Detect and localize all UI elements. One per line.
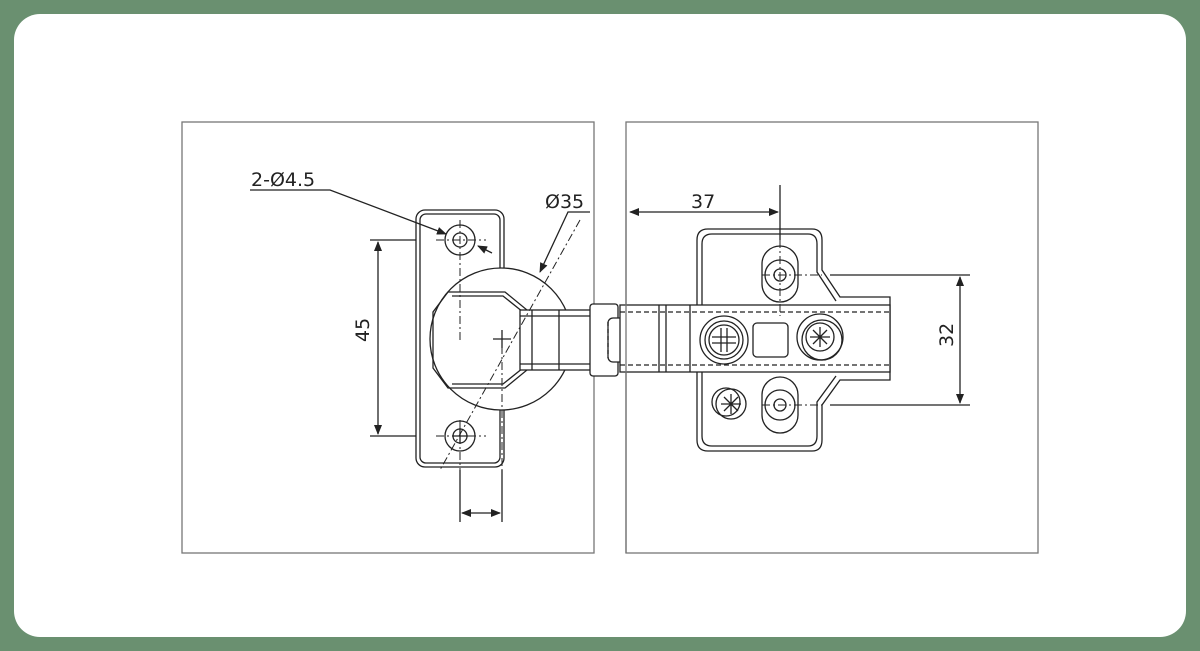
adjustment-screw-cross bbox=[699, 315, 749, 365]
mounting-screw bbox=[711, 387, 747, 420]
hole-spacing-label: 45 bbox=[352, 318, 374, 342]
dimension-32 bbox=[830, 274, 970, 406]
hinge-cup bbox=[429, 267, 573, 411]
dimension-45 bbox=[370, 239, 416, 437]
plate-spacing-label: 32 bbox=[936, 323, 958, 347]
cup-label-leader bbox=[539, 211, 590, 273]
plate-square-window bbox=[752, 322, 789, 358]
dimension-edge-offset bbox=[459, 470, 503, 522]
depth-screw bbox=[796, 313, 844, 361]
hinge-arm-channel bbox=[619, 304, 891, 373]
hole-label-leader bbox=[250, 189, 447, 235]
hinge-arm bbox=[519, 303, 631, 377]
offset-label: 37 bbox=[691, 191, 715, 213]
cup-diameter-label: Ø35 bbox=[545, 191, 584, 213]
dimension-37 bbox=[625, 180, 781, 553]
hole-diameter-label: 2-Ø4.5 bbox=[251, 169, 315, 191]
